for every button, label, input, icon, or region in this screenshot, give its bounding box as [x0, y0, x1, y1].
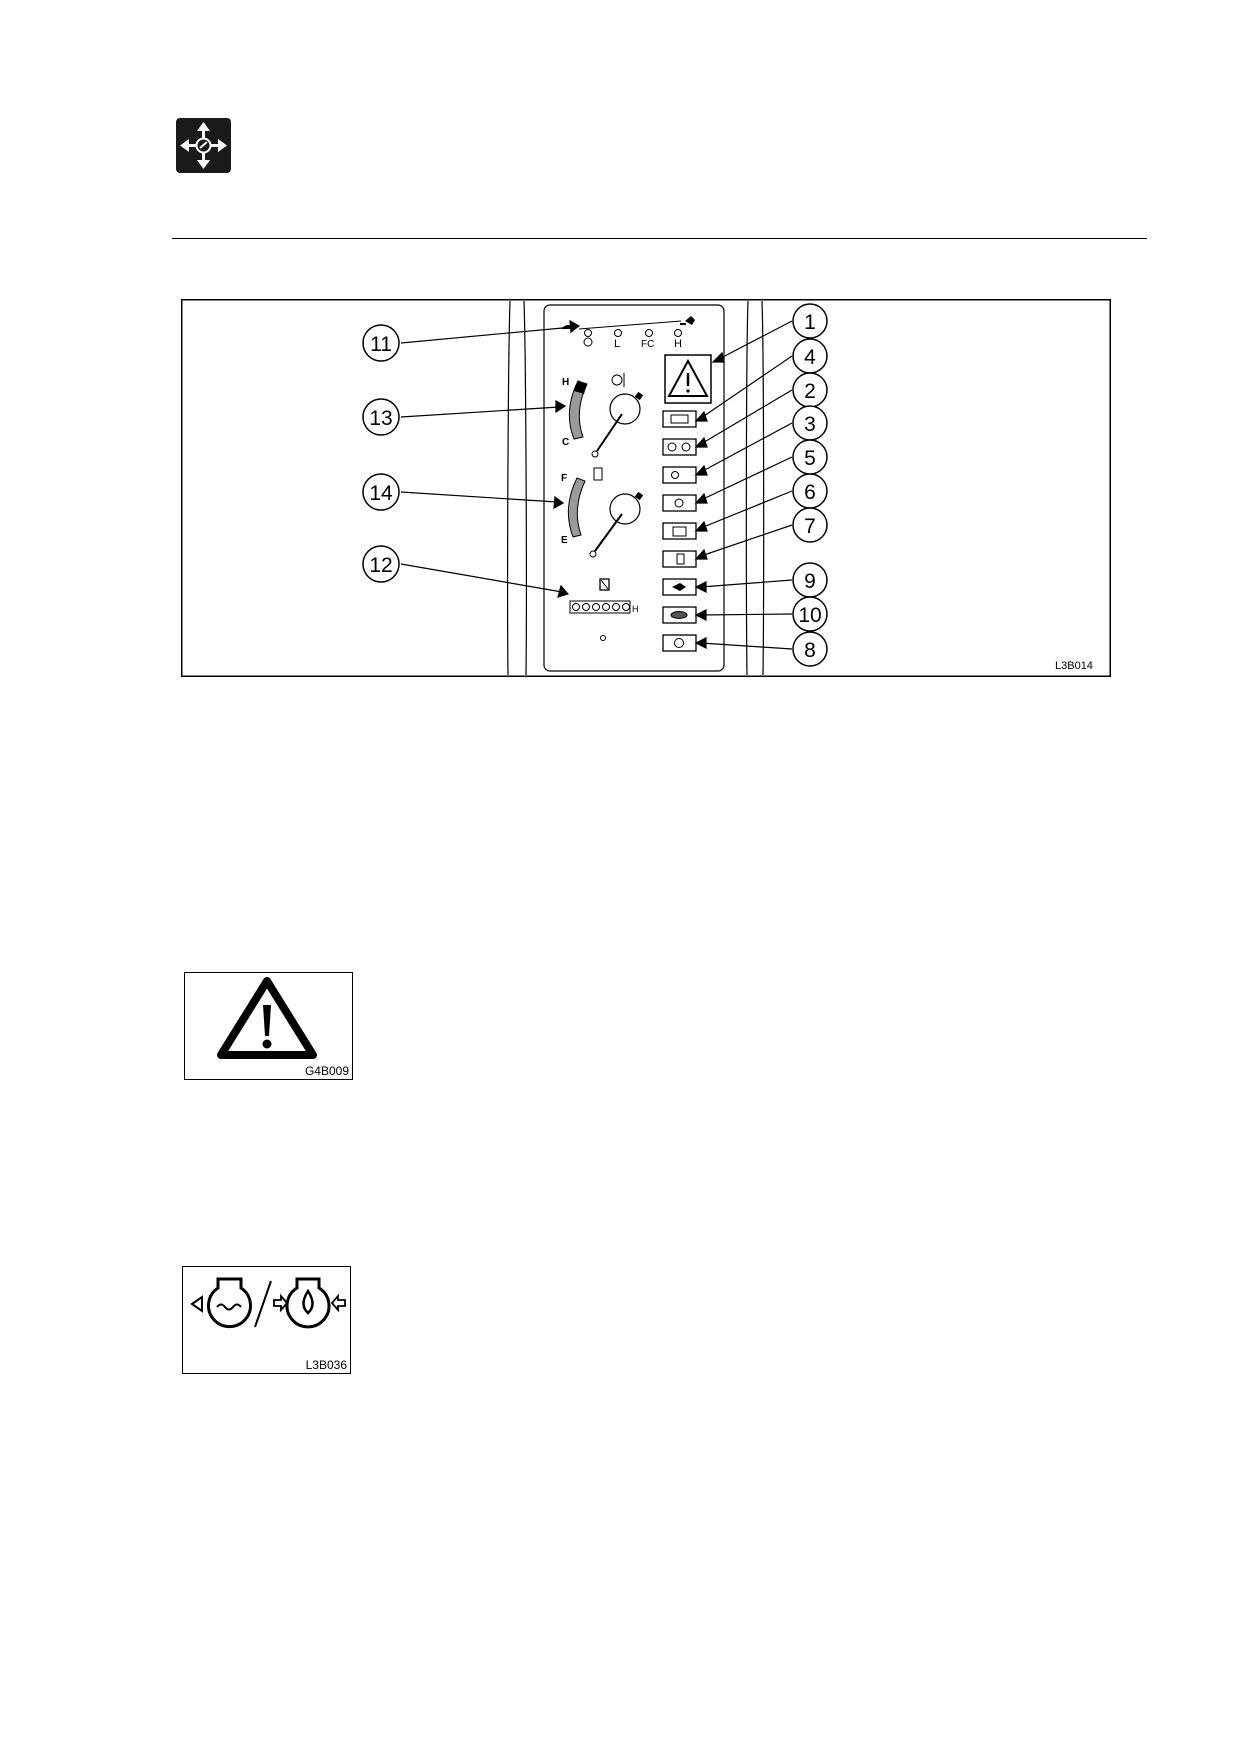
right-callouts: 1 4 2 3 5 6 7 9 10 8 [792, 303, 828, 667]
engine-coolant-oil-icon [190, 1277, 346, 1329]
callout-3: 3 [804, 413, 816, 436]
battery-lamp [662, 410, 697, 428]
rabbit-travel-icon [672, 583, 686, 591]
engine-symbol-box: L3B036 [182, 1266, 351, 1374]
right-leader-lines [694, 320, 793, 650]
temp-cold-label: C [562, 437, 569, 448]
fuel-empty-label: E [561, 535, 568, 546]
callout-7: 7 [804, 515, 816, 538]
fuel-pump-icon [593, 467, 603, 481]
air-filter-icon [674, 638, 684, 648]
preheat-icon [674, 498, 684, 508]
turtle-icon [670, 611, 688, 619]
mode-indicator: L FC H [561, 316, 695, 350]
warning-symbol-box: G4B009 [184, 972, 353, 1080]
fuel-gauge: F E [561, 467, 644, 558]
callout-6: 6 [804, 481, 816, 504]
mode-label-h: H [674, 338, 682, 350]
callout-11: 11 [370, 333, 392, 356]
rabbit-icon [680, 316, 695, 325]
warning-triangle-icon [217, 977, 317, 1059]
callout-12: 12 [369, 554, 392, 577]
figure-code: L3B014 [1055, 660, 1093, 672]
callout-2: 2 [804, 380, 816, 403]
callout-9: 9 [804, 570, 816, 593]
left-leader-lines [400, 319, 581, 598]
callout-5: 5 [804, 447, 816, 470]
section-divider [172, 238, 1147, 239]
hour-meter-unit: H [632, 604, 639, 614]
mode-label-fc: FC [641, 339, 654, 350]
engine-symbol-code: L3B036 [305, 1358, 347, 1372]
callout-14: 14 [369, 482, 393, 505]
hour-meter: H [569, 578, 639, 641]
instrument-panel-figure: L FC H H C F E [181, 299, 1111, 677]
warning-symbol-code: G4B009 [304, 1064, 349, 1078]
coolant-icon [611, 374, 623, 386]
fuel-full-label: F [561, 473, 567, 484]
engine-oil-icon [681, 442, 691, 452]
filter-icon [672, 526, 687, 537]
thermometer-icon [671, 471, 679, 479]
battery-icon [670, 414, 689, 424]
callout-8: 8 [804, 639, 816, 662]
left-callouts: 11 13 14 12 [362, 324, 400, 583]
fuel-icon [676, 553, 685, 565]
callout-10: 10 [798, 604, 821, 627]
callout-13: 13 [369, 407, 392, 430]
auto-idle-icon [583, 337, 593, 347]
coolant-temp-gauge: H C [562, 373, 644, 458]
callout-1: 1 [804, 311, 816, 334]
callout-4: 4 [804, 346, 816, 369]
move-arrows-icon [176, 118, 231, 173]
engine-coolant-icon [667, 442, 677, 452]
mode-label-l: L [614, 338, 620, 350]
temp-hot-label: H [562, 377, 569, 388]
warning-triangle-icon [667, 358, 709, 397]
hourglass-icon [599, 578, 610, 591]
